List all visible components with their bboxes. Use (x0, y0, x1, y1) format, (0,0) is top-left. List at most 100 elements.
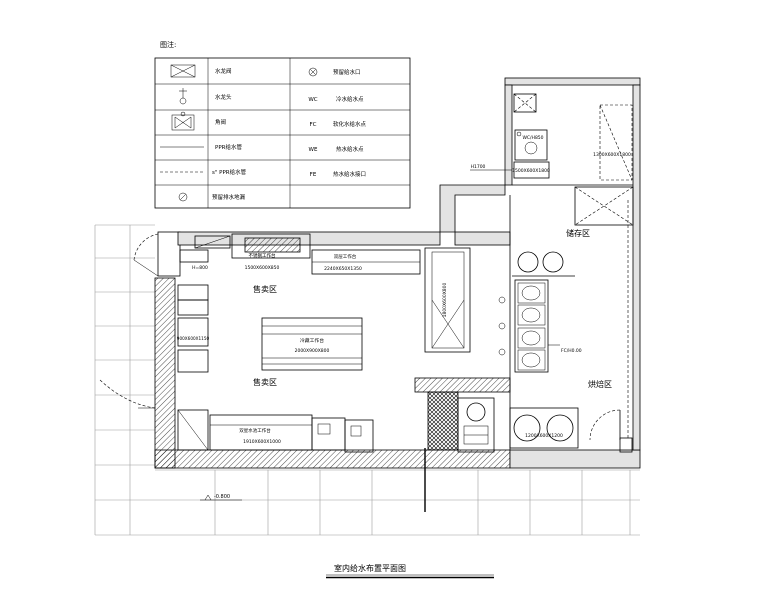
legend-label-fe: 热水给水接口 (333, 170, 366, 178)
sink-bay (517, 282, 546, 304)
left-cabinet (177, 317, 209, 347)
upper-sink-outlet-label: WC/H850 (522, 135, 543, 141)
sink-basin (521, 352, 541, 368)
storage-bin (517, 251, 539, 273)
riser-height-label: H1700 (471, 164, 486, 170)
bottom-counter-size-label: 1910X600X1000 (243, 439, 281, 445)
building-walls (133, 77, 641, 469)
storage-bin (542, 251, 564, 273)
water-outlet-icon (498, 348, 506, 356)
rotated-work-unit-size-label: 1800X600X800 (442, 282, 448, 317)
fryer-unit (427, 391, 459, 451)
long-counter-name-label: 双层工作台 (334, 253, 357, 260)
bottom-counter-name-label: 双星水池工作台 (239, 427, 271, 434)
gate-valve-icon (170, 64, 196, 78)
side-unit-height-label: H=800 (192, 265, 208, 271)
baking-machine-drum (466, 402, 486, 422)
sink-stack (514, 279, 549, 373)
rear-door-swing-arc (589, 409, 621, 441)
entrance-door-swing-arc (133, 233, 159, 261)
legend-label-dashed-pipe: s" PPR给水管 (212, 168, 247, 176)
steamer-pot (513, 414, 541, 442)
legend-label-angle-valve: 角阀 (215, 118, 226, 126)
wall-cabinet (194, 235, 231, 249)
legend-code-we: WE (309, 147, 318, 153)
top-counter-size-label: 1500X600X850 (245, 265, 280, 271)
room-label-sales-upper: 售卖区 (253, 284, 277, 294)
storage-rack-cross (574, 186, 634, 226)
upper-sink-size-label: 1500X600X1800 (512, 168, 550, 174)
wall-cabinet-diagonal (194, 235, 231, 249)
bottom-wall-right (509, 449, 641, 469)
room-label-sales-lower: 售卖区 (253, 377, 277, 387)
rotated-work-unit-top (431, 251, 465, 349)
legend-label-solid-pipe: PPR给水管 (215, 143, 242, 151)
left-cabinet (177, 284, 209, 301)
top-wall-right (454, 231, 511, 246)
center-table-size-label: 2000X900X800 (295, 348, 330, 354)
water-outlet-icon (498, 322, 506, 330)
storage-shelf-size-label: 1300X600X1800 (593, 152, 631, 158)
exterior-door-swing-arc (99, 379, 156, 409)
legend: 图注: 水龙阀 水龙头 角阀 (154, 40, 411, 209)
legend-label-wc: 冷水给水点 (336, 95, 364, 103)
water-outlet-icon (498, 296, 506, 304)
room-label-bakery: 烘焙区 (588, 379, 612, 389)
entrance-door-leaf (133, 259, 159, 277)
rotated-work-unit (424, 247, 471, 353)
legend-label-gate-valve: 水龙阀 (215, 67, 232, 75)
floor-drain-icon (178, 192, 188, 202)
right-block-top-wall (504, 77, 641, 86)
exterior-paving-grid (94, 224, 640, 536)
level-mark: -0.800 (200, 494, 242, 501)
right-block-left-wall (504, 84, 513, 186)
center-table-name-label: 冷藏工作台 (300, 337, 324, 344)
top-counter-name-label: 不锈钢工作台 (249, 252, 276, 259)
room-label-storage: 储存区 (566, 228, 590, 238)
long-counter-size-label: 2240X650X1350 (324, 266, 362, 272)
small-cabinet (344, 419, 374, 453)
legend-code-fc: FC (309, 122, 316, 128)
legend-label-faucet: 水龙头 (215, 93, 232, 101)
water-outlet-icon (516, 131, 522, 137)
main-room-equipment: H=800 不锈钢工作台 1500X600X850 双层工作台 2240X650… (177, 233, 511, 453)
steamer-size-label: 1200X600X1200 (525, 433, 563, 439)
sink-outlet-label: FC/H0.00 (561, 348, 582, 354)
sink-bay (517, 349, 546, 371)
sink-basin (521, 330, 541, 346)
steamer-unit (509, 407, 579, 449)
storage-rack (574, 186, 634, 226)
top-wall (177, 231, 441, 246)
rotated-work-unit-cross (431, 299, 465, 349)
bottom-exterior-wall (154, 449, 511, 469)
small-cabinet-inset (317, 423, 331, 435)
legend-code-fe: FE (310, 172, 317, 178)
side-unit (179, 249, 209, 263)
storage-shelf-diagonal (599, 104, 633, 181)
left-cabinet (177, 349, 209, 373)
corner-cabinet (177, 409, 209, 451)
left-cabinet-size-label: 900X600X1150 (177, 336, 210, 341)
steamer-pot (546, 414, 574, 442)
left-cabinet (177, 299, 209, 316)
drawing-title-block: 室内给水布置平面图 (326, 563, 494, 579)
baking-machine (457, 397, 495, 453)
storage-shelf-dashed (599, 104, 633, 181)
legend-label-we: 热水给水点 (336, 145, 364, 153)
drawing-title: 室内给水布置平面图 (334, 563, 406, 573)
legend-code-wc: WC (308, 97, 317, 103)
corridor-wall (439, 184, 506, 233)
hood-band (414, 377, 511, 393)
upper-cabinet-cross (513, 93, 537, 113)
left-exterior-wall (154, 277, 176, 469)
upper-sink-counter (513, 161, 550, 179)
top-counter-surface (244, 237, 301, 253)
sink-basin (521, 285, 541, 301)
legend-label-water-outlet: 预留给水口 (333, 68, 361, 76)
level-mark-triangle-icon (204, 494, 212, 501)
sink-basin (521, 307, 541, 323)
legend-label-fc: 软化水给水点 (333, 120, 367, 128)
right-block-equipment: WC/H850 1500X600X1800 H1700 1300X600X180… (470, 93, 634, 453)
sink-bay (517, 304, 546, 326)
right-block-right-wall (632, 84, 641, 451)
